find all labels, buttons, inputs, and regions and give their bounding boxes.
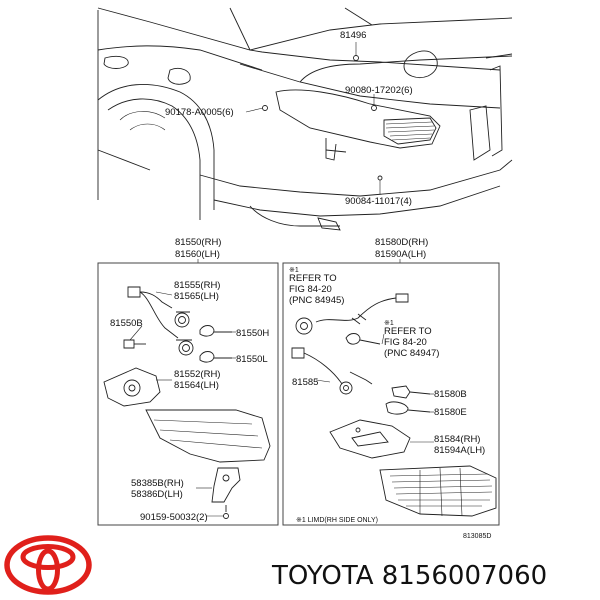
label-81496: 81496 bbox=[340, 30, 366, 41]
label-81552-rh: 81552(RH) bbox=[174, 369, 220, 380]
label-81550l: 81550L bbox=[236, 354, 268, 365]
label-81564-lh: 81564(LH) bbox=[174, 380, 219, 391]
right-assembly-box bbox=[282, 262, 500, 526]
label-90159: 90159-50032(2) bbox=[140, 512, 208, 523]
label-90084: 90084-11017(4) bbox=[345, 196, 412, 207]
label-81565-lh: 81565(LH) bbox=[174, 291, 219, 302]
label-81594a-lh: 81594A(LH) bbox=[434, 445, 485, 456]
toyota-logo-icon bbox=[4, 535, 92, 595]
header-81580d-rh: 81580D(RH) bbox=[375, 237, 428, 248]
ref1-line1: REFER TO bbox=[289, 273, 337, 284]
ref2-line1: REFER TO bbox=[384, 326, 432, 337]
left-box-parts bbox=[103, 286, 271, 519]
label-90080: 90080-17202(6) bbox=[345, 85, 413, 96]
left-assembly-box bbox=[97, 262, 279, 526]
label-81585: 81585 bbox=[292, 377, 318, 388]
ref1-line3: (PNC 84945) bbox=[289, 295, 344, 306]
label-81555-rh: 81555(RH) bbox=[174, 280, 220, 291]
label-81550h: 81550H bbox=[236, 328, 269, 339]
header-81590a-lh: 81590A(LH) bbox=[375, 249, 426, 260]
header-81560-lh: 81560(LH) bbox=[175, 249, 220, 260]
label-58386d-lh: 58386D(LH) bbox=[131, 489, 183, 500]
ref2-line3: (PNC 84947) bbox=[384, 348, 439, 359]
label-81580e: 81580E bbox=[434, 407, 467, 418]
ref1-line2: FIG 84-20 bbox=[289, 284, 332, 295]
car-rear-illustration bbox=[97, 7, 513, 231]
figure-number: 813085D bbox=[463, 533, 491, 540]
label-81580b: 81580B bbox=[434, 389, 467, 400]
footnote-limd: ※1 LIMD(RH SIDE ONLY) bbox=[296, 517, 378, 524]
note-mark-1: ※1 bbox=[289, 267, 299, 274]
header-81550-rh: 81550(RH) bbox=[175, 237, 221, 248]
label-81584-rh: 81584(RH) bbox=[434, 434, 480, 445]
ref2-line2: FIG 84-20 bbox=[384, 337, 427, 348]
label-58385b-rh: 58385B(RH) bbox=[131, 478, 184, 489]
right-box-parts bbox=[291, 293, 497, 517]
brand-part-number: TOYOTA 8156007060 bbox=[271, 561, 547, 591]
label-81550b: 81550B bbox=[110, 318, 143, 329]
label-90178: 90178-A0005(6) bbox=[165, 107, 234, 118]
note-mark-2: ※1 bbox=[384, 320, 394, 327]
